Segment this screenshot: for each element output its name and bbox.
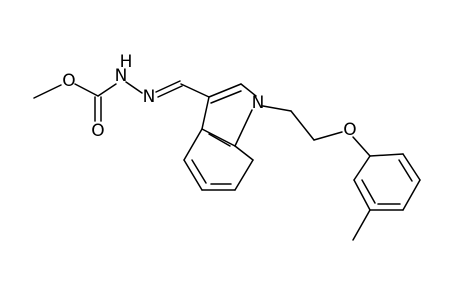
bond-tolyl-methyl — [352, 209, 371, 241]
bond-imine-c-2 — [157, 85, 183, 98]
bond-carbonyl-c-hydrazide-n — [97, 83, 117, 97]
bond-nh-n — [125, 81, 143, 94]
bond-tolyl-c2-c3 — [353, 179, 371, 211]
bond-c6-c7 — [234, 159, 254, 191]
bond-c3-c3a — [201, 96, 210, 130]
bond-c3a-c4 — [183, 128, 203, 161]
bond-tolyl-c4-c5 — [402, 179, 421, 211]
hydrazide-hydrogen-label: H — [120, 52, 133, 72]
hydrazide-nitrogen-label: N — [115, 66, 128, 86]
bond-methyl-o — [33, 84, 62, 99]
bond-lines — [33, 80, 421, 241]
atom-labels: O O N H N N O — [62, 52, 356, 141]
bond-tolyl-inner-1 — [361, 179, 376, 204]
ether-oxygen-label: O — [343, 120, 356, 140]
bond-c4-c5 — [183, 159, 203, 191]
bond-tolyl-c6-c1 — [369, 153, 404, 157]
bond-c3a-c7a — [201, 128, 236, 147]
bond-c3-c2-2 — [210, 90, 242, 104]
bond-imine-c-indole-c3 — [180, 83, 210, 98]
bond-c3-c2-1 — [208, 83, 242, 98]
bond-n1-ch2 — [262, 105, 292, 112]
bond-tolyl-c1-c2 — [353, 155, 371, 181]
carbonyl-oxygen-label: O — [91, 121, 104, 141]
bond-ch2-ch2 — [290, 110, 315, 141]
bond-tolyl-c5-c6 — [402, 153, 421, 181]
bond-methoxy-o-carbonyl-c — [74, 83, 99, 97]
bond-imine-c-1 — [155, 80, 181, 93]
imine-nitrogen-label: N — [143, 87, 156, 107]
bond-c7-c7a — [234, 145, 254, 161]
bond-tolyl-inner-3 — [398, 159, 413, 182]
bond-benzene-inner-3 — [208, 133, 231, 147]
bond-o-aryl — [352, 136, 371, 157]
indole-nitrogen-label: N — [252, 93, 265, 113]
bond-n1-c7a — [234, 109, 253, 147]
methoxy-oxygen-label: O — [62, 71, 75, 91]
bond-ch2-o — [313, 131, 343, 141]
bond-benzene-inner-1 — [191, 159, 207, 184]
bond-c2-n1 — [240, 83, 257, 97]
